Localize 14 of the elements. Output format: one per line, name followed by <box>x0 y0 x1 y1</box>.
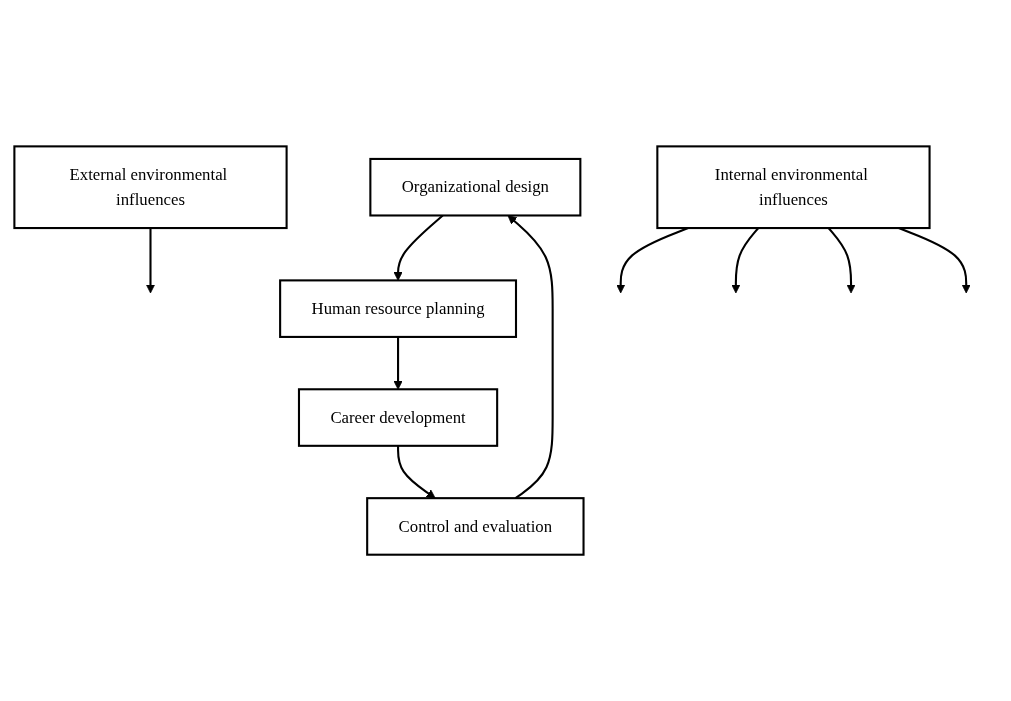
arrow <box>392 336 403 390</box>
node-box <box>278 279 517 338</box>
node-box <box>12 145 288 230</box>
node-box <box>368 157 581 217</box>
arrow <box>615 227 689 294</box>
node-box <box>297 388 498 447</box>
arrow <box>396 445 436 499</box>
node-box <box>365 497 585 556</box>
arrow <box>827 227 856 294</box>
node-box <box>655 145 931 230</box>
arrow <box>507 215 554 499</box>
arrow <box>730 227 759 294</box>
arrow <box>145 228 155 294</box>
flowchart: External environmental influences Organizational design Human resource planning Career development Control and evaluation Internal environmental influences <box>5 137 1006 564</box>
